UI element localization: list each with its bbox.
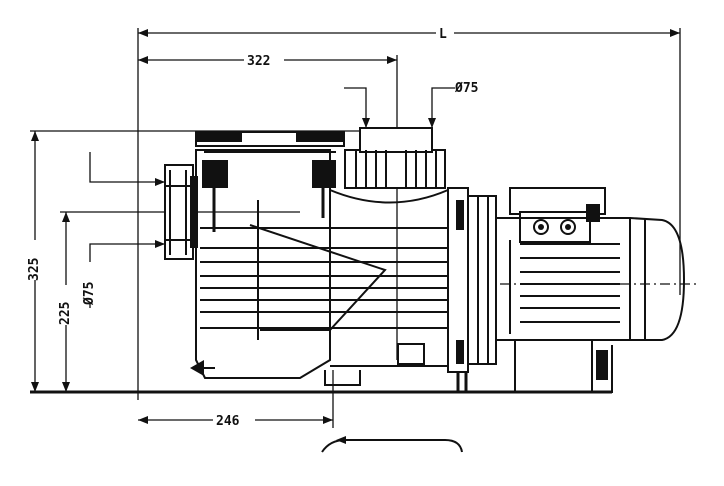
pump-body bbox=[164, 127, 449, 386]
dimension-base-246: 246 bbox=[138, 370, 334, 429]
dimension-overall-length: L bbox=[137, 24, 681, 400]
label-overall-length: L bbox=[439, 27, 447, 42]
motor bbox=[496, 187, 700, 393]
dimension-height-225: 225 bbox=[55, 211, 300, 392]
label-322: 322 bbox=[247, 54, 270, 69]
label-height-325: 325 bbox=[27, 258, 42, 281]
label-outlet-diameter: Ø75 bbox=[454, 81, 478, 96]
dimension-322: 322 bbox=[138, 51, 398, 360]
label-base-246: 246 bbox=[216, 414, 240, 429]
label-inlet-diameter: Ø75 bbox=[82, 282, 97, 306]
cropped-arc bbox=[321, 439, 463, 453]
label-height-225: 225 bbox=[58, 302, 73, 325]
dimension-inlet-diameter: Ø75 bbox=[80, 152, 165, 308]
pump-motor-flange bbox=[447, 187, 497, 392]
dimension-outlet-diameter: Ø75 bbox=[344, 81, 478, 128]
